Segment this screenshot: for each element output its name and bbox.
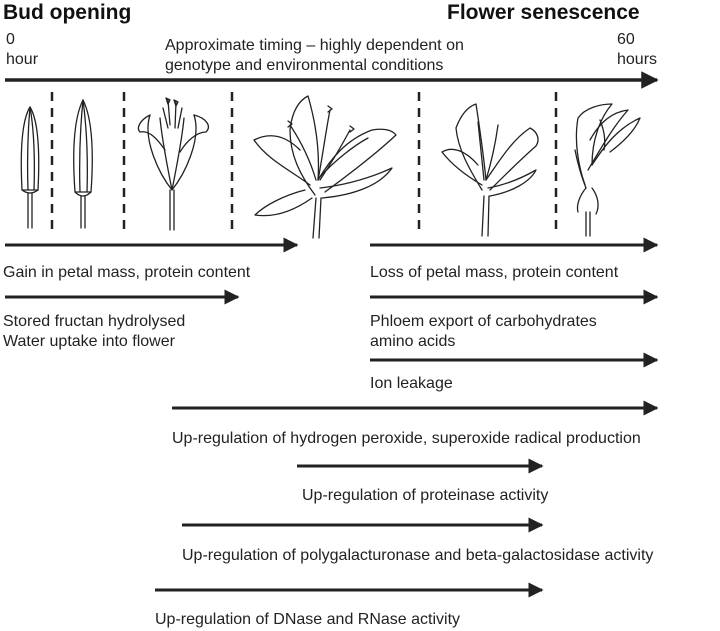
- early-senescent-flower-icon: [441, 103, 539, 237]
- process-label-ion-leakage: Ion leakage: [370, 375, 453, 392]
- timing-note-line2: genotype and environmental conditions: [165, 57, 444, 74]
- timing-note-line1: Approximate timing – highly dependent on: [165, 37, 464, 54]
- process-label-fructan-line2: Water uptake into flower: [3, 333, 175, 350]
- start-time-unit: hour: [6, 51, 39, 68]
- process-label-hydrogen-peroxide: Up-regulation of hydrogen peroxide, supe…: [172, 430, 641, 447]
- opening-flower-icon: [137, 97, 209, 231]
- process-label-phloem-line1: Phloem export of carbohydrates: [370, 313, 597, 330]
- closed-bud-icon: [20, 106, 40, 229]
- process-label-phloem-line2: amino acids: [370, 333, 456, 350]
- process-arrows: [5, 237, 659, 598]
- process-label-polygalacturonase: Up-regulation of polygalacturonase and b…: [182, 547, 654, 564]
- wilted-flower-icon: [574, 103, 641, 237]
- flower-illustrations: [20, 95, 641, 239]
- start-time-value: 0: [6, 31, 15, 48]
- process-label-fructan-line1: Stored fructan hydrolysed: [3, 313, 186, 330]
- end-time-unit: hours: [617, 51, 658, 68]
- flower-senescence-title: Flower senescence: [447, 1, 640, 24]
- process-label-loss-petal-mass: Loss of petal mass, protein content: [370, 264, 619, 281]
- end-time-value: 60: [617, 31, 635, 48]
- bud-opening-title: Bud opening: [3, 1, 132, 24]
- process-label-proteinase: Up-regulation of proteinase activity: [302, 487, 549, 504]
- stage-separators: [50, 92, 558, 236]
- fully-open-flower-icon: [253, 95, 397, 239]
- process-label-dnase-rnase: Up-regulation of DNase and RNase activit…: [155, 611, 461, 628]
- process-label-gain-petal-mass: Gain in petal mass, protein content: [3, 264, 251, 281]
- elongated-bud-icon: [73, 99, 93, 229]
